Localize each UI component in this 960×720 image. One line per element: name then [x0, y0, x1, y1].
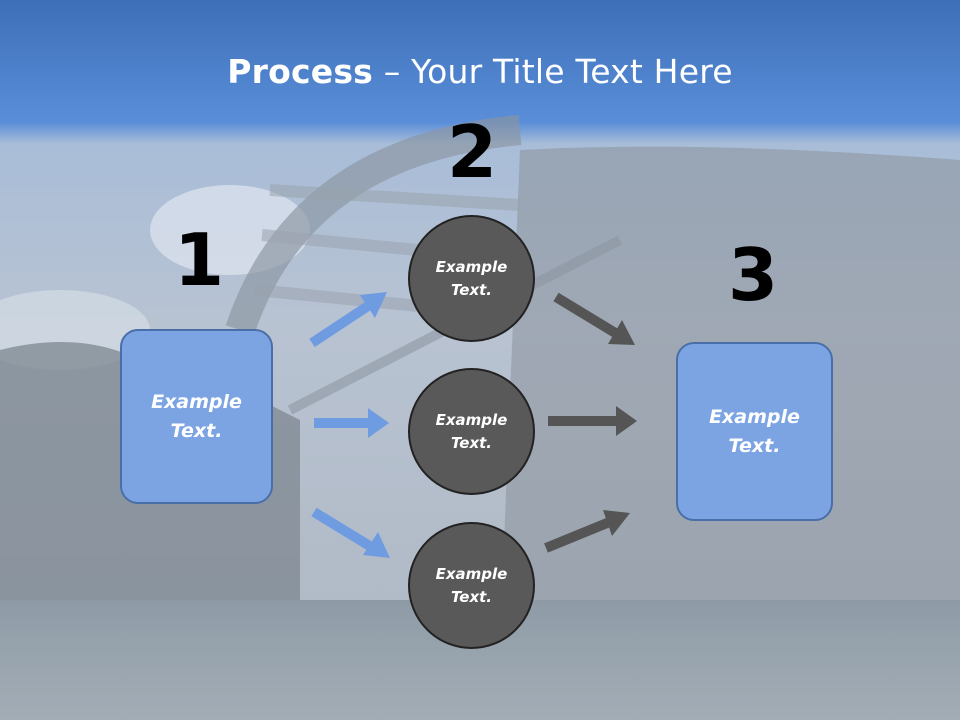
circle-bottom: Example Text. [408, 522, 535, 649]
right-example-box: Example Text. [676, 342, 833, 521]
arrow-left-to-bottom [311, 507, 390, 558]
step-number-3: 3 [727, 233, 779, 317]
step-number-1: 1 [173, 218, 225, 302]
title-bold: Process [227, 52, 374, 91]
circle-top-line1: Example [435, 257, 508, 276]
title-rest: – Your Title Text Here [373, 52, 733, 91]
left-box-line2: Text. [170, 419, 223, 442]
right-box-line2: Text. [728, 434, 781, 457]
circle-middle-line2: Text. [450, 433, 492, 452]
circle-middle: Example Text. [408, 368, 535, 495]
slide-title: Process – Your Title Text Here [0, 52, 960, 91]
circle-top: Example Text. [408, 215, 535, 342]
arrow-left-to-middle [314, 408, 389, 438]
circle-middle-line1: Example [435, 410, 508, 429]
left-box-line1: Example [151, 390, 242, 413]
step-number-2: 2 [446, 110, 498, 194]
circle-bottom-line2: Text. [450, 587, 492, 606]
arrow-middle-to-right [548, 406, 637, 436]
left-example-box: Example Text. [120, 329, 273, 504]
arrow-top-to-right [553, 292, 635, 345]
circle-top-line2: Text. [450, 280, 492, 299]
arrow-left-to-top [309, 292, 387, 348]
circle-bottom-line1: Example [435, 564, 508, 583]
arrow-bottom-to-right [544, 510, 630, 553]
right-box-line1: Example [709, 405, 800, 428]
